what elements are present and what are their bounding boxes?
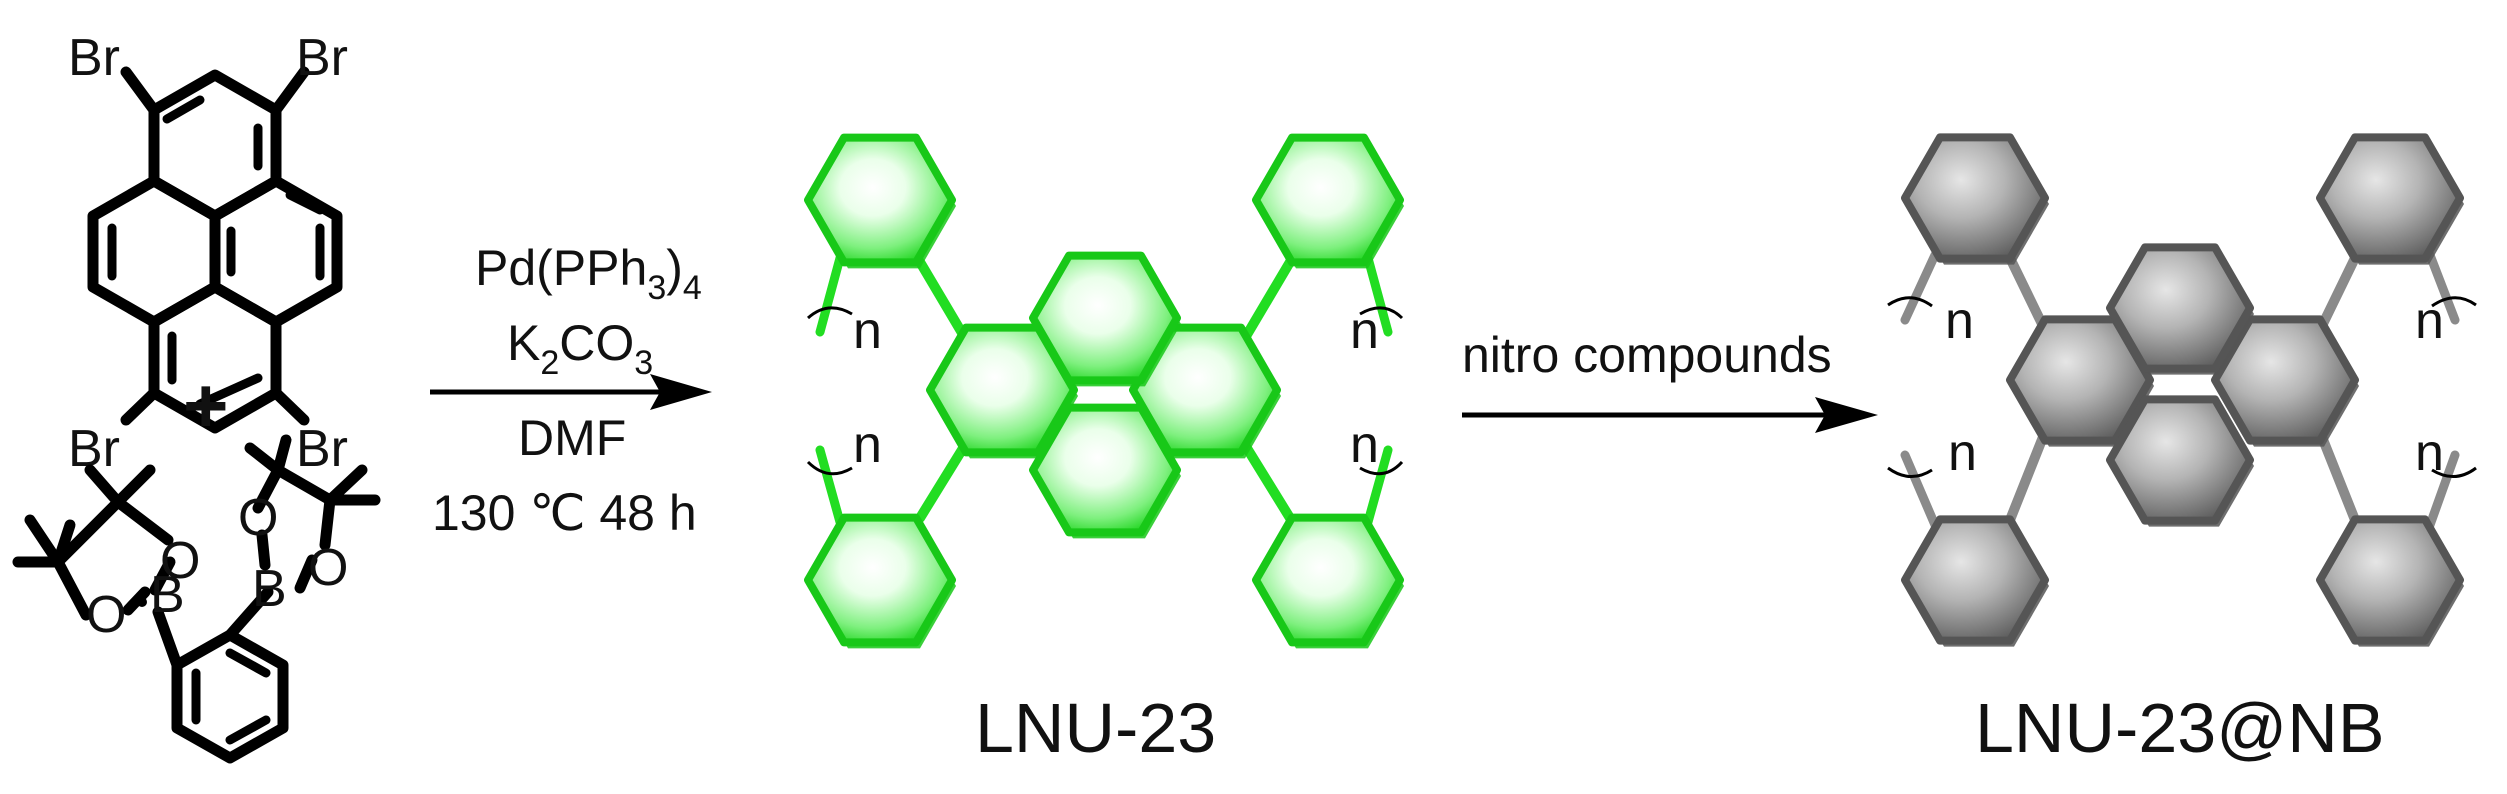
boron-label-right: B bbox=[252, 560, 287, 618]
lnu23nb-cap-wave-1 bbox=[2431, 296, 2477, 308]
lnu23nb-bond-0 bbox=[2005, 253, 2050, 335]
lnu23-cap-bond-3 bbox=[1363, 445, 1393, 527]
lnu23-bond-2 bbox=[915, 440, 970, 523]
step2-label: nitro compounds bbox=[1462, 327, 1832, 383]
oxygen-label-4: O bbox=[308, 539, 348, 597]
tetrabromopyrene-structure bbox=[87, 66, 343, 434]
lnu23-bond-1 bbox=[1240, 257, 1295, 343]
repeat-label-p1-tl: n bbox=[853, 302, 882, 360]
lnu23-nb-structure bbox=[1887, 133, 2477, 647]
lnu23-structure bbox=[804, 133, 1404, 649]
lnu23nb-cap-bond-2 bbox=[1900, 450, 1940, 530]
reaction-arrow-1 bbox=[430, 374, 712, 410]
lnu23nb-hex-3 bbox=[2316, 515, 2464, 645]
base-label: K2CO3 bbox=[507, 315, 653, 382]
repeat-label-p2-tr: n bbox=[2415, 292, 2444, 350]
lnu23-bond-3 bbox=[1240, 440, 1295, 523]
br-label-top-left: Br bbox=[68, 29, 120, 87]
lnu23-cap-wave-1 bbox=[1359, 306, 1404, 320]
repeat-label-p2-tl: n bbox=[1945, 292, 1974, 350]
repeat-label-p2-br: n bbox=[2415, 424, 2444, 482]
lnu23nb-cap-bond-1 bbox=[2425, 250, 2460, 325]
br-label-top-right: Br bbox=[296, 29, 348, 87]
lnu23-hex-2 bbox=[804, 513, 956, 647]
conditions-label: 130 ℃ 48 h bbox=[432, 485, 697, 541]
repeat-label-p1-br: n bbox=[1350, 416, 1379, 474]
plus-sign: + bbox=[183, 361, 229, 449]
boron-dot-left bbox=[137, 597, 147, 607]
oxygen-label-3: O bbox=[238, 489, 278, 547]
catalyst-label: Pd(PPh3)4 bbox=[475, 240, 702, 307]
lnu23nb-cap-wave-0 bbox=[1887, 296, 1933, 308]
lnu23nb-hex-6 bbox=[2106, 243, 2254, 373]
repeat-label-p2-bl: n bbox=[1948, 424, 1977, 482]
boron-dot-right bbox=[295, 583, 305, 593]
lnu23-hex-3 bbox=[1252, 513, 1404, 647]
lnu23-cap-bond-2 bbox=[815, 445, 845, 527]
lnu23-cap-bond-0 bbox=[815, 253, 845, 337]
lnu23nb-cap-wave-3 bbox=[2431, 466, 2477, 478]
lnu23-bond-0 bbox=[915, 257, 970, 343]
lnu23nb-cap-bond-3 bbox=[2425, 450, 2460, 530]
lnu23-cap-bond-1 bbox=[1363, 253, 1393, 337]
product1-name: LNU-23 bbox=[975, 689, 1216, 767]
oxygen-label-2: O bbox=[160, 532, 200, 590]
lnu23nb-hex-1 bbox=[2316, 133, 2464, 263]
lnu23-cap-wave-2 bbox=[806, 460, 853, 476]
product2-name: LNU-23@NB bbox=[1975, 689, 2385, 767]
lnu23nb-bond-2 bbox=[2005, 427, 2050, 525]
lnu23-cap-wave-0 bbox=[806, 306, 853, 320]
lnu23-hex-7 bbox=[1029, 403, 1181, 537]
lnu23nb-cap-bond-0 bbox=[1900, 250, 1940, 325]
lnu23nb-cap-wave-2 bbox=[1887, 466, 1933, 478]
lnu23nb-hex-5 bbox=[2211, 315, 2359, 445]
lnu23-cap-wave-3 bbox=[1359, 460, 1404, 476]
lnu23-hex-0 bbox=[804, 133, 956, 267]
lnu23-hex-5 bbox=[1129, 323, 1281, 457]
lnu23nb-hex-7 bbox=[2106, 395, 2254, 525]
repeat-label-p1-tr: n bbox=[1350, 302, 1379, 360]
br-label-bottom-right: Br bbox=[296, 420, 348, 478]
lnu23-hex-6 bbox=[1029, 251, 1181, 385]
lnu23nb-hex-0 bbox=[1901, 133, 2049, 263]
lnu23nb-bond-3 bbox=[2315, 427, 2360, 525]
boron-label-left: B bbox=[150, 566, 185, 624]
lnu23-hex-1 bbox=[1252, 133, 1404, 267]
repeat-label-p1-bl: n bbox=[853, 416, 882, 474]
solvent-label: DMF bbox=[518, 410, 626, 466]
lnu23nb-hex-2 bbox=[1901, 515, 2049, 645]
bis-pinacolboronate-structure bbox=[12, 434, 381, 764]
reaction-arrow-2 bbox=[1462, 397, 1878, 433]
oxygen-label-1: O bbox=[86, 586, 126, 644]
lnu23nb-bond-1 bbox=[2315, 253, 2360, 335]
